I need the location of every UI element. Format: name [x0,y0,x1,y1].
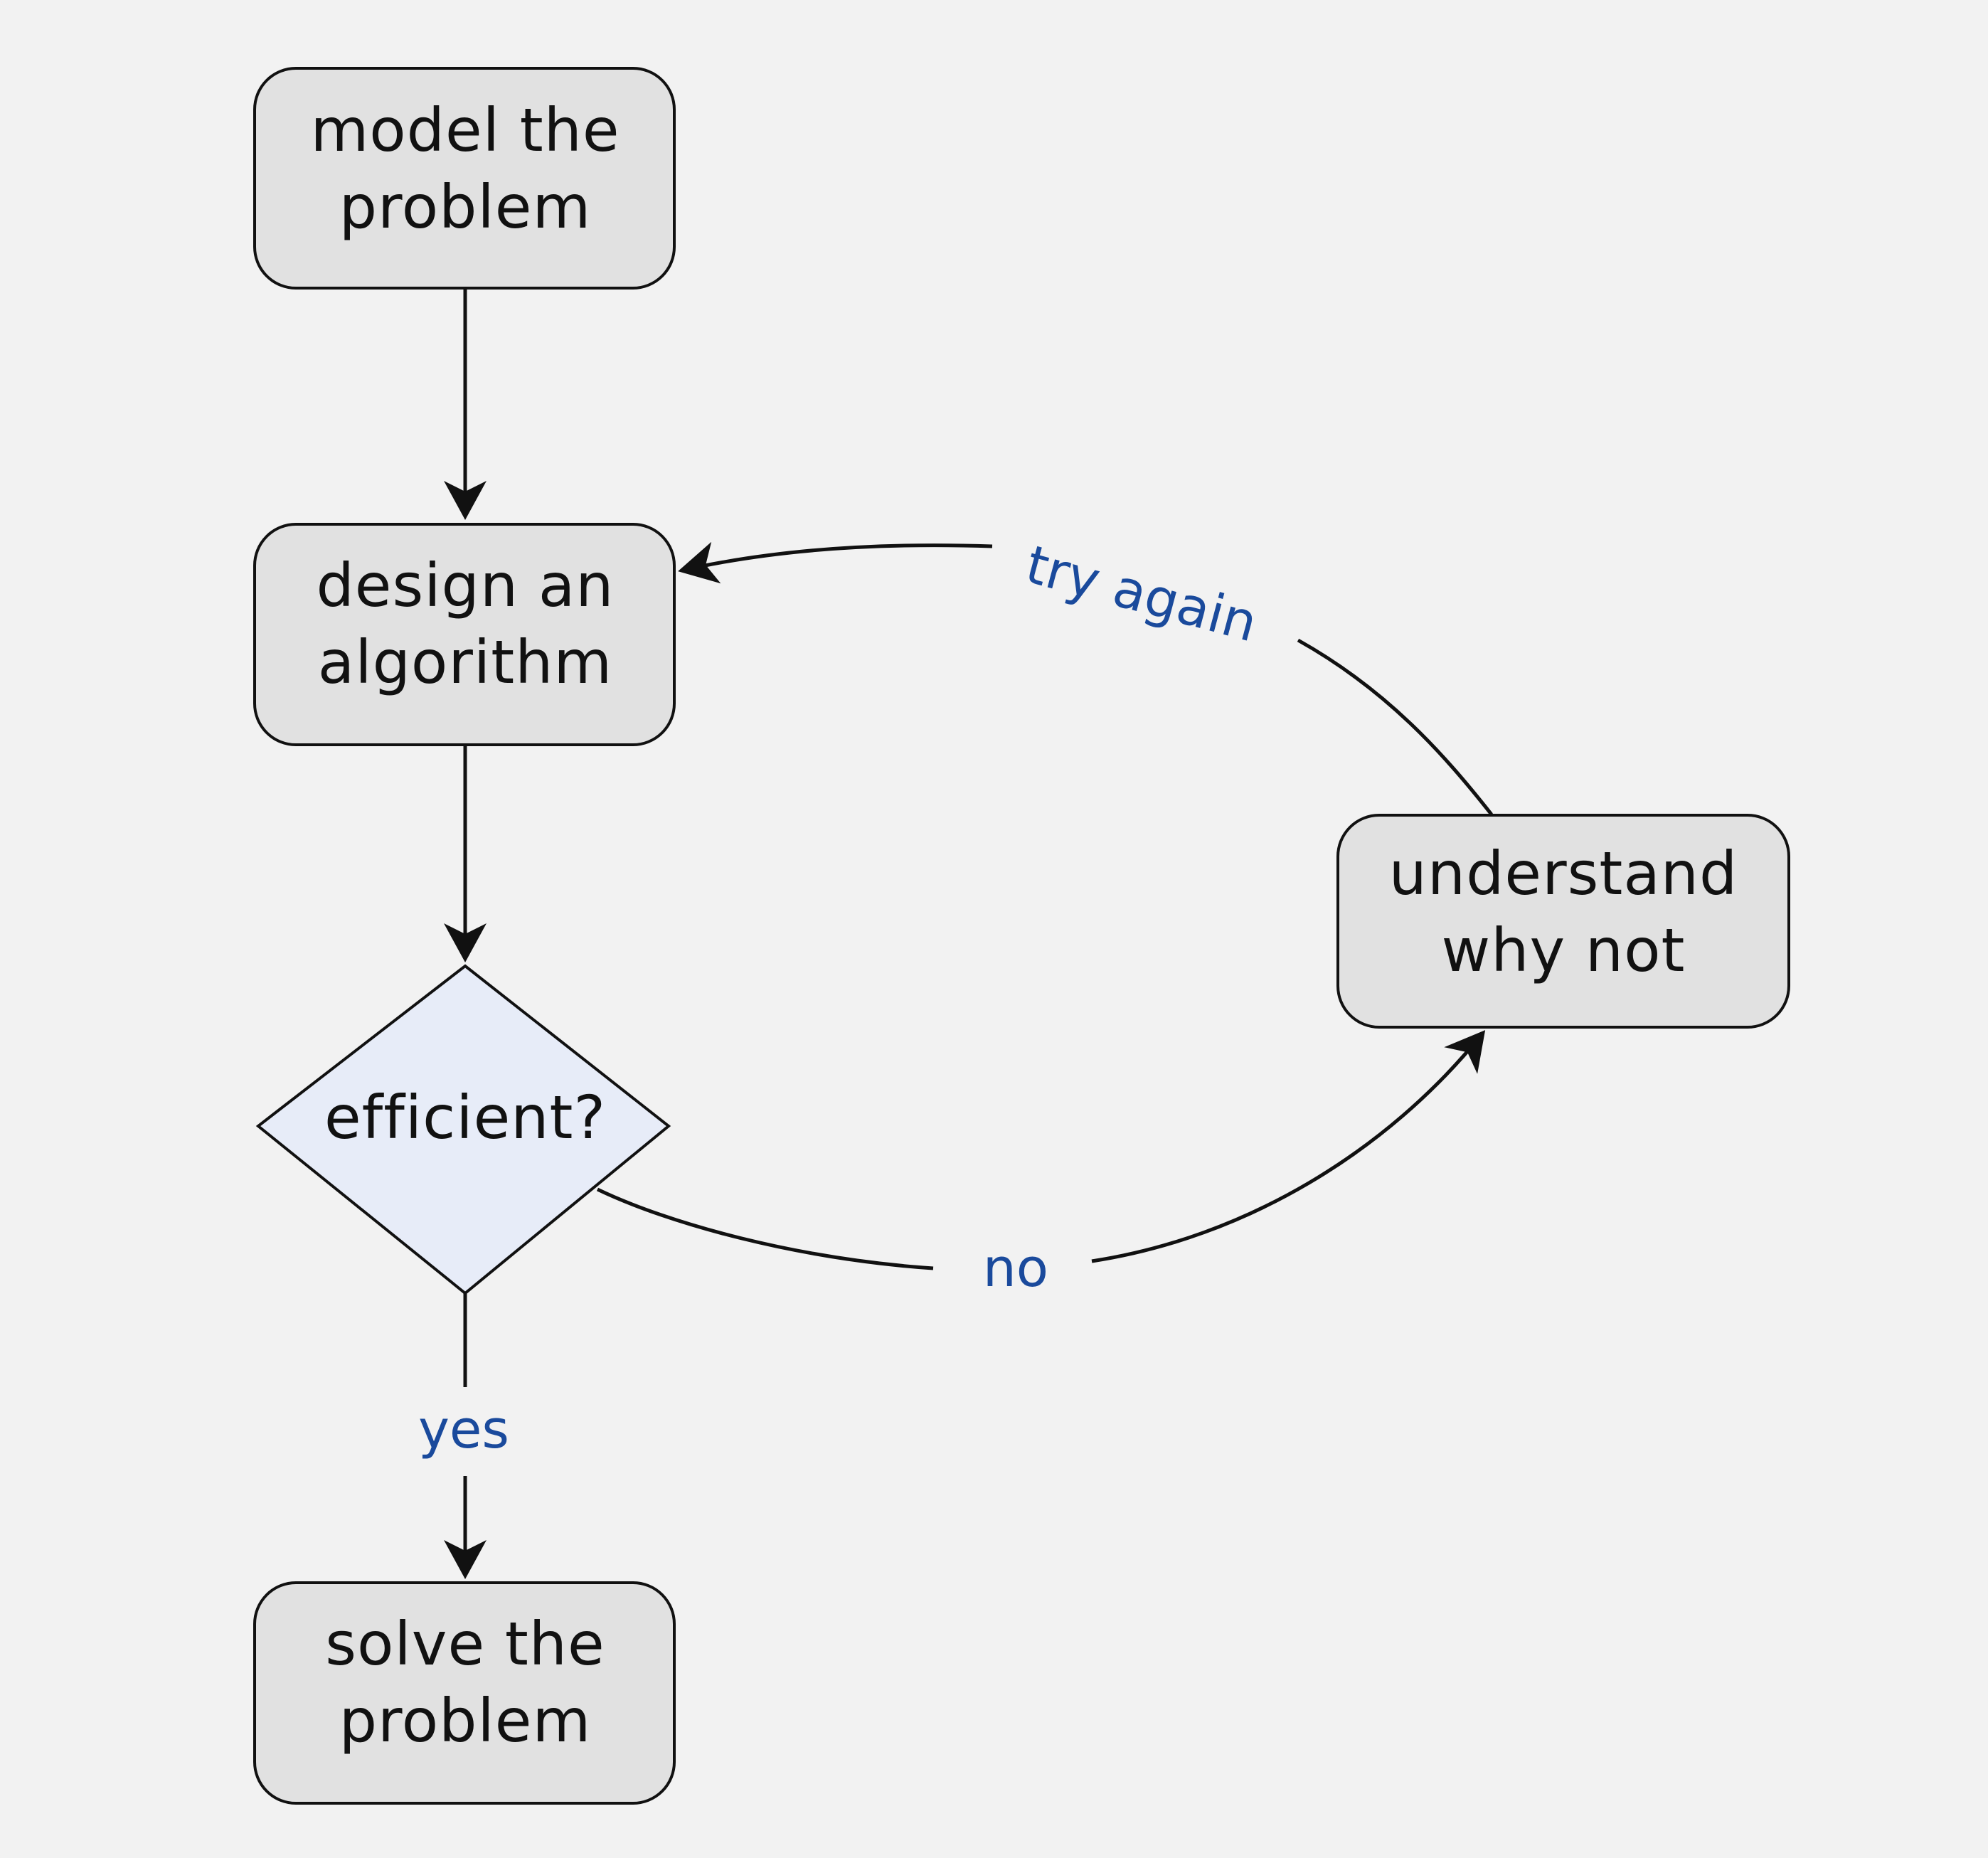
node-model-the-problem: model the problem [253,67,676,290]
node-design-box [253,523,676,746]
node-decision-label: efficient? [324,1083,606,1152]
node-solve-the-problem: solve the problem [253,1581,676,1805]
node-model-line2: problem [339,172,592,242]
node-design-line1: design an [316,551,614,620]
edge-try-again-label-to-design [678,541,993,584]
node-design-an-algorithm: design an algorithm [253,523,676,746]
node-understand-why-not: understand why not [1336,814,1790,1029]
edge-decision-to-no-label [596,1187,934,1270]
node-decision-diamond [255,964,671,1295]
node-design-line2: algorithm [318,627,612,697]
node-solve-line1: solve the [325,1609,605,1679]
node-model-line1: model the [310,95,620,165]
edge-label-yes: yes [418,1399,509,1460]
edge-understand-to-try-again-label [1297,638,1493,816]
edge-label-no: no [983,1238,1048,1299]
node-efficient-decision: efficient? [255,964,671,1295]
node-solve-box [253,1581,676,1805]
node-model-box [253,67,676,290]
node-understand-line1: understand [1389,839,1738,908]
edge-label-try-again: try again [1020,534,1264,654]
node-understand-box [1336,814,1790,1029]
edge-no-label-to-understand [1091,1030,1486,1263]
node-solve-line2: problem [339,1686,592,1756]
node-understand-line2: why not [1442,915,1686,985]
